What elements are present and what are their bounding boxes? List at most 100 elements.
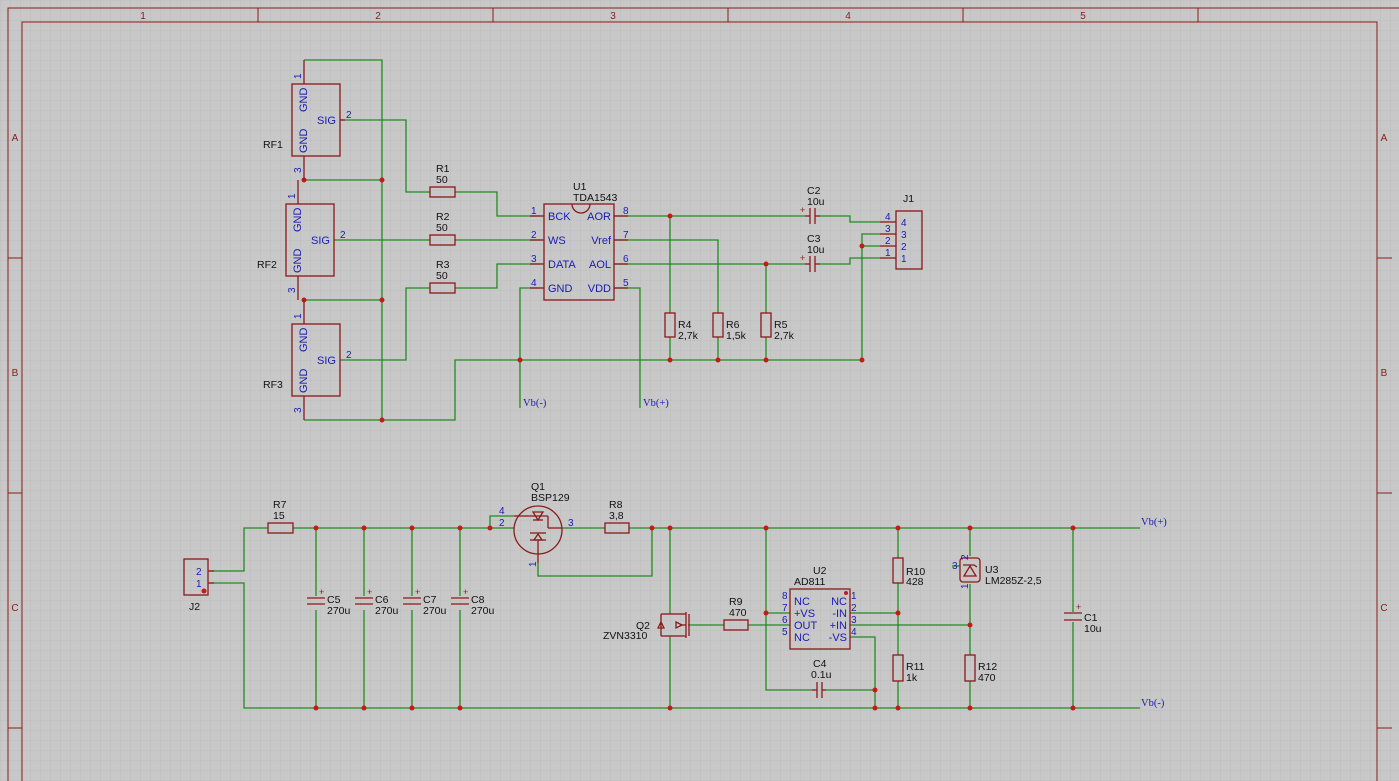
j1-pin-left-3: 3	[885, 224, 891, 235]
u2-ref: U2	[813, 565, 827, 577]
q1-ref: Q1	[531, 481, 545, 493]
r11-resistor[interactable]: R11 1k	[892, 654, 925, 684]
rf3-pin-sig: SIG	[317, 355, 336, 367]
rf1-pin-sig: SIG	[317, 115, 336, 127]
r7-ref: R7	[273, 499, 287, 511]
r6-value: 1,5k	[726, 330, 747, 342]
q1-mosfet[interactable]: Q1 BSP129 4 2 3 1	[499, 481, 574, 567]
column-label-1: 1	[140, 11, 146, 22]
u1-dac-chip[interactable]: U1 TDA1543 BCK WS DATA GND AOR Vref AOL …	[530, 181, 629, 301]
r9-value: 470	[729, 607, 747, 619]
c2-capacitor[interactable]: + C2 10u	[800, 185, 825, 224]
u1-pin-ws: WS	[548, 235, 566, 247]
net-label-vb-minus-top: Vb(-)	[523, 398, 547, 409]
c4-capacitor[interactable]: C4 0.1u	[811, 658, 832, 698]
c6-capacitor[interactable]: + C6 270u	[355, 587, 399, 617]
q1-value: BSP129	[531, 492, 570, 504]
c5-capacitor[interactable]: + C5 270u	[307, 587, 351, 617]
j1-pin-4: 4	[901, 218, 907, 229]
c7-ref: C7	[423, 594, 437, 606]
u2-pin-number-3: 3	[851, 615, 857, 626]
r9-resistor[interactable]: R9 470	[723, 596, 749, 631]
r4-resistor[interactable]: R4 2,7k	[664, 312, 699, 342]
c7-capacitor[interactable]: + C7 270u	[403, 587, 447, 617]
u1-pin-vdd: VDD	[588, 283, 611, 295]
c3-capacitor[interactable]: + C3 10u	[800, 233, 825, 272]
u2-pin-number-2: 2	[851, 603, 857, 614]
r1-resistor[interactable]: R1 50	[429, 163, 456, 198]
c1-capacitor[interactable]: + C1 10u	[1064, 602, 1102, 635]
u1-pin-number-7: 7	[623, 230, 629, 241]
u2-pin-plus-vs: +VS	[794, 608, 815, 620]
r12-ref: R12	[978, 661, 997, 673]
r3-resistor[interactable]: R3 50	[429, 259, 456, 294]
q2-mosfet[interactable]: Q2 ZVN3310	[603, 612, 690, 642]
j1-pin-1: 1	[901, 254, 907, 265]
r10-value: 428	[906, 576, 924, 588]
u2-pin-number-6: 6	[782, 615, 788, 626]
c4-ref: C4	[813, 658, 827, 670]
j2-connector[interactable]: 2 1 J2	[183, 558, 214, 613]
column-label-3: 3	[610, 11, 616, 22]
r3-ref: R3	[436, 259, 450, 271]
u3-voltage-reference[interactable]: 3 2 1 U3 LM285Z-2,5	[952, 554, 1042, 589]
r7-resistor[interactable]: R7 15	[267, 499, 294, 534]
r12-resistor[interactable]: R12 470	[964, 654, 997, 684]
rf3-module[interactable]: GND SIG GND 1 2 3 RF3	[263, 300, 352, 420]
rf3-ref: RF3	[263, 379, 283, 391]
r4-value: 2,7k	[678, 330, 699, 342]
row-label-c-right: C	[1380, 603, 1387, 614]
c8-ref: C8	[471, 594, 485, 606]
rf1-pin-number-1: 1	[293, 73, 304, 79]
r6-resistor[interactable]: R6 1,5k	[712, 312, 747, 342]
net-label-vb-minus-bottom: Vb(-)	[1141, 698, 1165, 709]
rf2-ref: RF2	[257, 259, 277, 271]
c1-ref: C1	[1084, 612, 1098, 624]
q2-value: ZVN3310	[603, 630, 648, 642]
rf3-pin-gnd-top: GND	[298, 328, 310, 353]
u3-pin-1: 1	[960, 583, 971, 589]
column-label-4: 4	[845, 11, 851, 22]
u1-pin-number-2: 2	[531, 230, 537, 241]
u2-pin-minus-vs: -VS	[829, 632, 847, 644]
u1-pin-gnd: GND	[548, 283, 573, 295]
c1-polarity-icon: +	[1076, 602, 1081, 612]
r2-resistor[interactable]: R2 50	[429, 211, 456, 246]
j1-pin-2: 2	[901, 242, 907, 253]
u1-pin-number-5: 5	[623, 278, 629, 289]
q1-pin-1: 1	[528, 561, 539, 567]
c8-capacitor[interactable]: + C8 270u	[451, 587, 495, 617]
c2-ref: C2	[807, 185, 821, 197]
rf1-pin-gnd-top: GND	[298, 88, 310, 113]
u1-pin-number-4: 4	[531, 278, 537, 289]
r11-value: 1k	[906, 672, 918, 684]
rf2-pin-number-3: 3	[287, 287, 298, 293]
r2-value: 50	[436, 222, 448, 234]
c6-polarity-icon: +	[367, 587, 372, 597]
j1-pin-left-4: 4	[885, 212, 891, 223]
r5-resistor[interactable]: R5 2,7k	[760, 312, 795, 342]
row-label-a-left: A	[12, 133, 19, 144]
r1-ref: R1	[436, 163, 450, 175]
u2-pin-number-5: 5	[782, 627, 788, 638]
u1-pin-number-1: 1	[531, 206, 537, 217]
r10-resistor[interactable]: R10 428	[892, 557, 925, 588]
c4-value: 0.1u	[811, 669, 832, 681]
row-label-b-left: B	[12, 368, 19, 379]
c5-value: 270u	[327, 605, 351, 617]
c6-ref: C6	[375, 594, 389, 606]
rf1-module[interactable]: GND SIG GND 1 2 3 RF1	[263, 60, 352, 180]
u2-opamp-chip[interactable]: U2 AD811 NC +VS OUT NC NC -IN +IN -VS 8 …	[782, 565, 857, 650]
row-label-a-right: A	[1381, 133, 1388, 144]
u1-pin-vref: Vref	[591, 235, 612, 247]
u2-pin-number-8: 8	[782, 591, 788, 602]
u1-pin-bck: BCK	[548, 211, 571, 223]
junctions	[201, 177, 1076, 711]
j1-connector[interactable]: J1 4 3 2 1 4 3 2 1	[880, 193, 923, 270]
rf2-module[interactable]: GND SIG GND 1 2 3 RF2	[257, 180, 346, 300]
net-label-vb-plus-bottom: Vb(+)	[1141, 517, 1167, 528]
c5-polarity-icon: +	[319, 587, 324, 597]
r8-resistor[interactable]: R8 3,8	[604, 499, 630, 534]
rf3-pin-number-2: 2	[346, 350, 352, 361]
